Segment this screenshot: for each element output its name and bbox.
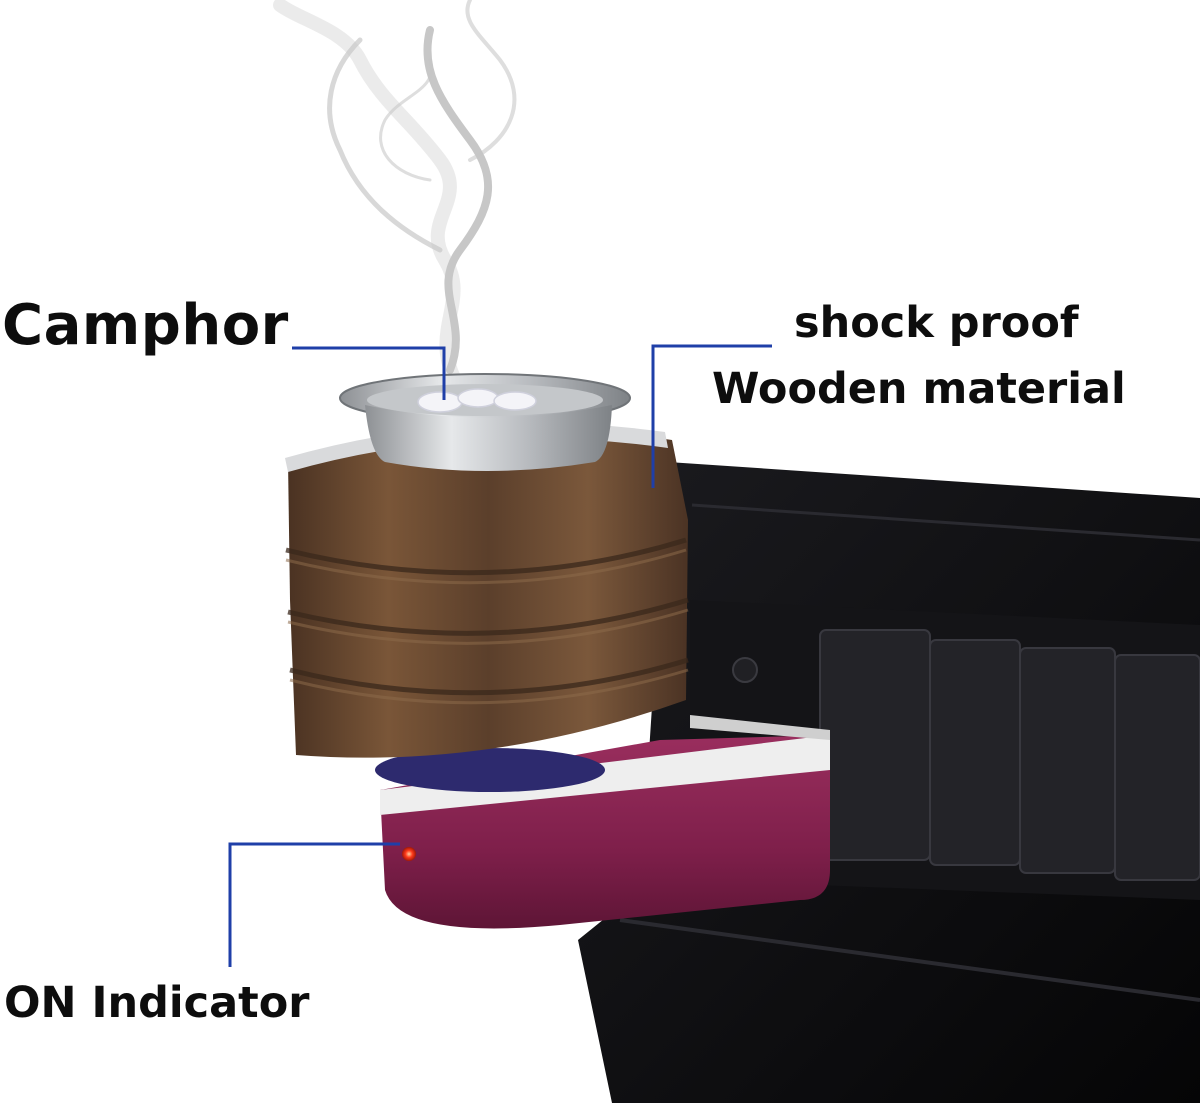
- wooden-material-label: Wooden material: [712, 364, 1126, 414]
- plug-body: [375, 715, 830, 929]
- wooden-material-leader-line: [651, 344, 772, 488]
- shock-proof-label: shock proof: [794, 298, 1079, 348]
- steel-camphor-bowl: [339, 373, 631, 471]
- leader-lines: [228, 344, 772, 967]
- smoke-wisp: [273, 0, 517, 387]
- wall-socket-plate: [578, 462, 1200, 1103]
- camphor-tablets: [417, 388, 537, 413]
- socket-switch-rockers: [819, 629, 1200, 881]
- on-indicator-leader-line: [228, 842, 400, 967]
- on-indicator-label: ON Indicator: [4, 978, 310, 1028]
- camphor-label: Camphor: [2, 293, 289, 358]
- wooden-body: [285, 422, 689, 758]
- camphor-leader-line: [292, 346, 446, 400]
- on-indicator-led: [402, 847, 416, 861]
